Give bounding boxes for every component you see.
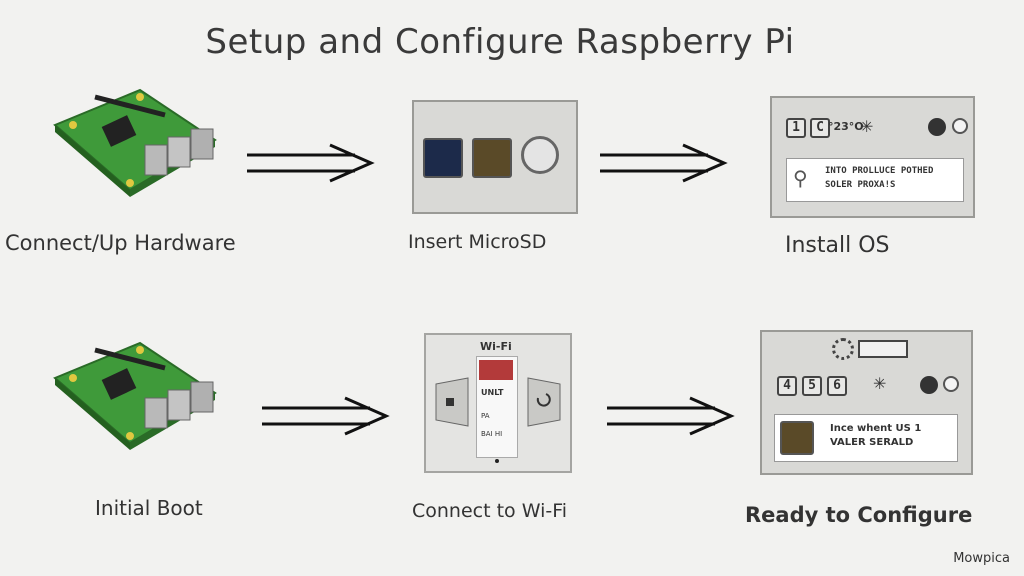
- gear-icon: [832, 338, 854, 360]
- search-line-2: SOLER PROXA!S: [825, 180, 896, 190]
- gear-icon: ✳: [873, 374, 887, 393]
- disc-icon: [521, 136, 559, 174]
- arrow-right-icon: [247, 143, 375, 183]
- watermark: Mowpica: [953, 551, 1010, 566]
- wifi-title: Wi-Fi: [480, 340, 512, 353]
- raspberry-pi-board-icon: [53, 341, 217, 450]
- wifi-card-text-2: PA: [481, 412, 490, 420]
- step-label-initial-boot: Initial Boot: [95, 496, 203, 520]
- arrow-right-icon: [607, 396, 735, 436]
- wifi-card-header: [479, 360, 513, 380]
- ready-line-1: Ince whent US 1: [830, 423, 922, 434]
- wifi-card-text-1: UNLT: [481, 388, 504, 397]
- left-device-icon: [435, 377, 469, 427]
- ready-button-4[interactable]: 4: [777, 376, 797, 396]
- install-button-c[interactable]: C: [810, 118, 830, 138]
- step-label-insert-microsd: Insert MicroSD: [408, 231, 547, 253]
- wifi-card-text-3: BAI HI: [481, 430, 503, 438]
- ready-line-2: VALER SERALD: [830, 437, 914, 448]
- sd-card-icon: [472, 138, 512, 178]
- arrow-right-icon: [262, 396, 390, 436]
- ready-button-5[interactable]: 5: [802, 376, 822, 396]
- dial-icon: [920, 376, 938, 394]
- display-box: [858, 340, 908, 358]
- step-label-ready-configure: Ready to Configure: [745, 503, 973, 527]
- page-title: Setup and Configure Raspberry Pi: [205, 22, 795, 62]
- step-label-connect-wifi: Connect to Wi-Fi: [412, 500, 568, 522]
- install-button-1[interactable]: 1: [786, 118, 806, 138]
- arrow-right-icon: [600, 143, 728, 183]
- search-icon: ⚲: [793, 166, 808, 190]
- gear-icon: ✳: [860, 117, 874, 136]
- sd-card-icon: [780, 421, 814, 455]
- temperature-readout: °23°O: [828, 120, 864, 133]
- step-label-install-os: Install OS: [785, 233, 890, 258]
- raspberry-pi-board-icon: [53, 88, 217, 197]
- search-result-box: [786, 158, 964, 202]
- step-label-connect-hardware: Connect/Up Hardware: [5, 231, 236, 255]
- dial-icon: [943, 376, 959, 392]
- right-device-icon: [527, 377, 561, 427]
- sd-card-icon: [423, 138, 463, 178]
- search-line-1: INTO PROLLUCE POTHED: [825, 166, 934, 176]
- dial-icon: [952, 118, 968, 134]
- ready-button-6[interactable]: 6: [827, 376, 847, 396]
- dial-icon: [928, 118, 946, 136]
- dot-indicator: [495, 459, 499, 463]
